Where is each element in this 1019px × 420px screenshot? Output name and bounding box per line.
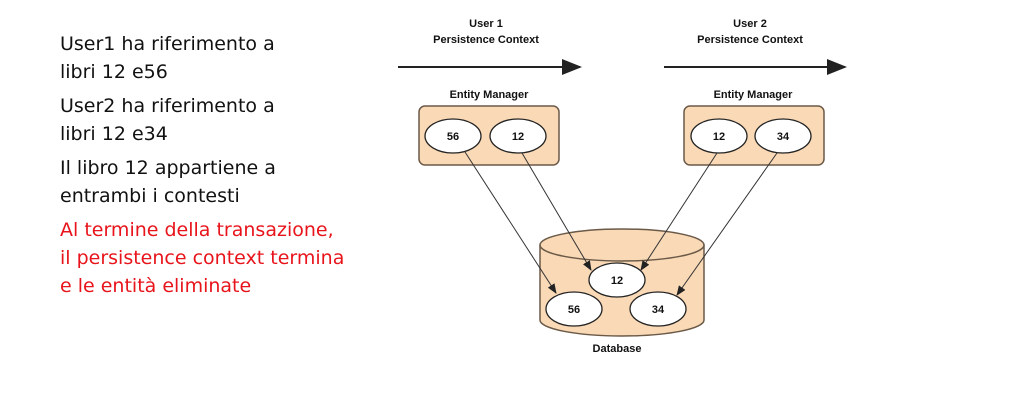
bullet-line: User2 ha riferimento a bbox=[60, 95, 275, 117]
arrow-em2-34-to-db-34 bbox=[676, 152, 778, 296]
em2-node-12 bbox=[690, 118, 748, 154]
arrow-em1-56-to-db-56 bbox=[464, 151, 557, 294]
database-top bbox=[539, 228, 705, 262]
db-node-56-label: 56 bbox=[568, 304, 580, 316]
db-node-34-label: 34 bbox=[652, 304, 665, 316]
em1-node-56-label: 56 bbox=[447, 131, 459, 143]
bullet-line: il persistence context termina bbox=[60, 247, 345, 269]
em2-node-12-label: 12 bbox=[713, 131, 725, 143]
bullet-user2: User2 ha riferimento a libri 12 e34 bbox=[60, 92, 370, 148]
bullet-shared-book: Il libro 12 appartiene a entrambi i cont… bbox=[60, 154, 370, 210]
em2-node-34-label: 34 bbox=[777, 131, 790, 143]
db-node-56 bbox=[545, 291, 603, 327]
bullet-line: Il libro 12 appartiene a bbox=[60, 157, 276, 179]
bullet-line: e le entità eliminate bbox=[60, 275, 252, 297]
persistence-context-diagram: User 1 Persistence Context User 2 Persis… bbox=[398, 18, 847, 355]
em1-node-56 bbox=[424, 118, 482, 154]
em2-node-34 bbox=[754, 118, 812, 154]
bullet-line: Al termine della transazione, bbox=[60, 219, 334, 241]
text-panel: User1 ha riferimento a libri 12 e56 User… bbox=[60, 30, 370, 306]
bullet-user1: User1 ha riferimento a libri 12 e56 bbox=[60, 30, 370, 86]
db-node-12 bbox=[588, 262, 646, 298]
user2-subtitle: Persistence Context bbox=[697, 34, 803, 46]
bullet-line: User1 ha riferimento a bbox=[60, 33, 275, 55]
user2-title: User 2 bbox=[733, 18, 767, 30]
em1-node-12-label: 12 bbox=[512, 131, 524, 143]
db-node-34 bbox=[629, 291, 687, 327]
user1-title: User 1 bbox=[469, 18, 503, 30]
arrow-em1-12-to-db-12 bbox=[521, 152, 592, 271]
em1-node-12 bbox=[489, 118, 547, 154]
bullet-line: libri 12 e56 bbox=[60, 61, 168, 83]
bullet-transaction-end: Al termine della transazione, il persist… bbox=[60, 216, 370, 300]
bullet-line: libri 12 e34 bbox=[60, 123, 168, 145]
user1-subtitle: Persistence Context bbox=[433, 34, 539, 46]
database-label: Database bbox=[593, 343, 642, 355]
arrow-em2-12-to-db-12 bbox=[640, 152, 718, 271]
entity-manager-2-label: Entity Manager bbox=[714, 89, 794, 101]
bullet-line: entrambi i contesti bbox=[60, 185, 240, 207]
entity-manager-1-label: Entity Manager bbox=[450, 89, 530, 101]
db-node-12-label: 12 bbox=[611, 275, 623, 287]
